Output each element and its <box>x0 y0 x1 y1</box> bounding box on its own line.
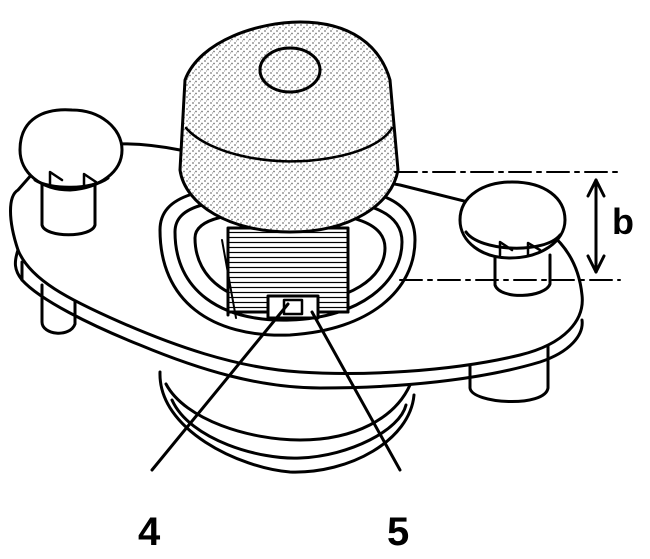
stud-upper-left <box>18 108 124 237</box>
leader-line-4 <box>150 302 290 472</box>
lower-collar <box>158 370 416 474</box>
label-4: 4 <box>138 510 161 554</box>
stud-upper-right <box>458 180 567 297</box>
cap <box>178 20 400 234</box>
label-5: 5 <box>387 510 409 554</box>
dimension-b <box>394 171 621 281</box>
cap-top-dimple <box>258 46 322 94</box>
label-b: b <box>612 201 634 242</box>
leader-line-5 <box>310 310 402 472</box>
